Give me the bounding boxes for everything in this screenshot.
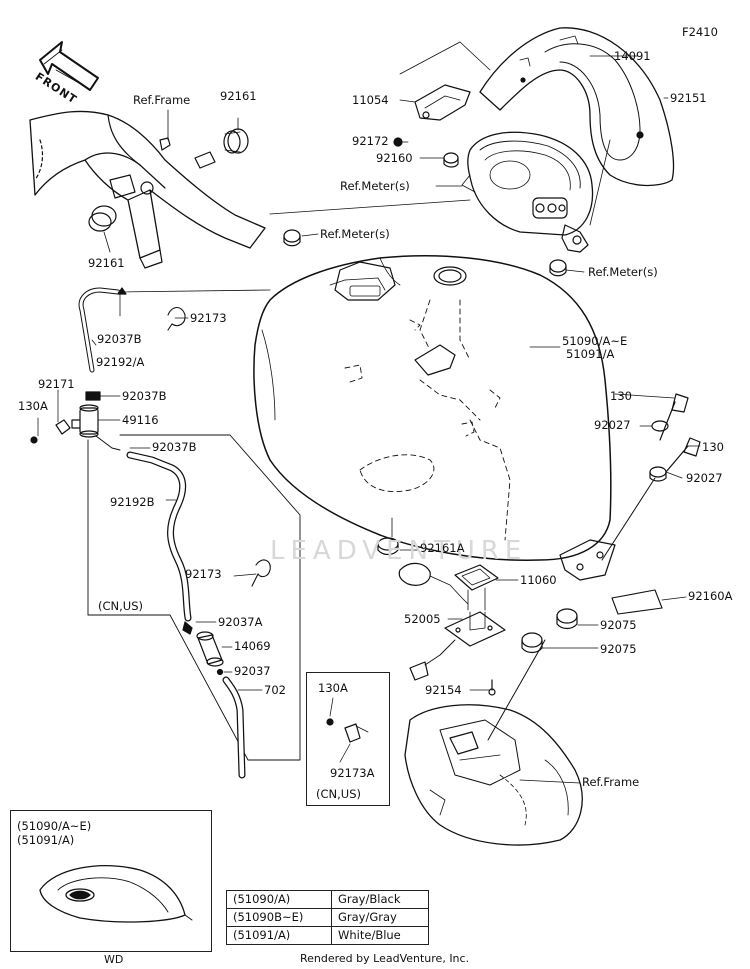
hose-702-drawing xyxy=(222,676,246,779)
label-92037b-2[interactable]: 92037B xyxy=(122,389,167,403)
label-14091[interactable]: 14091 xyxy=(614,49,651,63)
cn-us-box xyxy=(306,672,390,806)
label-51090[interactable]: 51090/A~E xyxy=(562,334,628,348)
grommet-92161-left xyxy=(88,205,117,253)
label-92027-lower[interactable]: 92027 xyxy=(686,471,723,485)
label-92037b-3[interactable]: 92037B xyxy=(152,440,197,454)
color-row: (51090/A) Gray/Black xyxy=(226,890,429,909)
label-92192b[interactable]: 92192B xyxy=(110,495,155,509)
label-130a-1[interactable]: 130A xyxy=(18,399,48,413)
legend-line1: (51090/A~E) xyxy=(17,819,92,833)
legend-box: (51090/A~E) (51091/A) xyxy=(10,810,212,952)
hose-92192b-drawing xyxy=(126,451,192,622)
label-92172[interactable]: 92172 xyxy=(352,134,389,148)
tank-bolts-drawing xyxy=(601,393,701,561)
grommet-92160-drawing xyxy=(443,152,459,168)
label-130-lower[interactable]: 130 xyxy=(702,440,724,454)
label-92154[interactable]: 92154 xyxy=(425,683,462,697)
label-11054[interactable]: 11054 xyxy=(352,93,389,107)
label-49116[interactable]: 49116 xyxy=(122,413,159,427)
color-row: (51091/A) White/Blue xyxy=(226,926,429,945)
label-ref-meter-2[interactable]: Ref.Meter(s) xyxy=(320,227,390,241)
label-92160a[interactable]: 92160A xyxy=(688,589,733,603)
label-92037b-1[interactable]: 92037B xyxy=(97,332,142,346)
meter-cover-14091-drawing xyxy=(479,27,675,187)
label-92173-lower[interactable]: 92173 xyxy=(185,567,222,581)
label-cn-us-1: (CN,US) xyxy=(98,599,143,613)
label-92161-top[interactable]: 92161 xyxy=(220,89,257,103)
label-ref-meter-1[interactable]: Ref.Meter(s) xyxy=(340,179,410,193)
filter-14069-drawing xyxy=(182,621,224,676)
label-130-upper[interactable]: 130 xyxy=(610,389,632,403)
label-cn-us-2: (CN,US) xyxy=(316,787,361,801)
meter-assembly-drawing xyxy=(461,131,594,253)
label-702[interactable]: 702 xyxy=(264,683,286,697)
label-92161-left[interactable]: 92161 xyxy=(88,256,125,270)
color-table: (51090/A) Gray/Black (51090B~E) Gray/Gra… xyxy=(226,890,429,945)
label-92037a[interactable]: 92037A xyxy=(218,615,263,629)
label-92161a[interactable]: 92161A xyxy=(420,541,465,555)
legend-line2: (51091/A) xyxy=(17,833,75,847)
watermark: LEADVENTURE xyxy=(270,536,528,566)
hose-92192a-drawing xyxy=(78,287,271,373)
label-ref-frame-2[interactable]: Ref.Frame xyxy=(582,775,640,789)
front-arrow-icon xyxy=(39,41,99,91)
rear-frame-drawing xyxy=(404,704,583,846)
color-code: (51091/A) xyxy=(226,926,332,945)
figure-code: F2410 xyxy=(682,25,718,39)
label-92192a[interactable]: 92192/A xyxy=(96,355,145,369)
label-92173-upper[interactable]: 92173 xyxy=(190,311,227,325)
fuel-pump-drawing xyxy=(398,562,506,696)
bracket-11054-drawing xyxy=(399,84,471,121)
label-51091[interactable]: 51091/A xyxy=(566,347,615,361)
label-130a-2[interactable]: 130A xyxy=(318,681,348,695)
color-row: (51090B~E) Gray/Gray xyxy=(226,908,429,927)
label-92151[interactable]: 92151 xyxy=(670,91,707,105)
label-92171[interactable]: 92171 xyxy=(38,377,75,391)
label-92160[interactable]: 92160 xyxy=(376,151,413,165)
legend-caption: WD xyxy=(104,953,124,966)
fuel-tank-drawing xyxy=(253,255,616,581)
label-92173a[interactable]: 92173A xyxy=(330,766,375,780)
color-code: (51090/A) xyxy=(226,890,332,909)
label-ref-meter-3[interactable]: Ref.Meter(s) xyxy=(588,265,658,279)
legend-tank-drawing xyxy=(39,865,193,923)
valve-49116-drawing xyxy=(30,391,121,451)
color-name: Gray/Black xyxy=(331,890,429,909)
grommet-92161-top xyxy=(194,117,249,169)
label-92027-upper[interactable]: 92027 xyxy=(594,418,631,432)
color-name: White/Blue xyxy=(331,926,429,945)
label-92037[interactable]: 92037 xyxy=(234,664,271,678)
label-14069[interactable]: 14069 xyxy=(234,639,271,653)
color-name: Gray/Gray xyxy=(331,908,429,927)
footer-credit: Rendered by LeadVenture, Inc. xyxy=(300,952,470,965)
label-ref-frame-1[interactable]: Ref.Frame xyxy=(133,93,191,107)
label-52005[interactable]: 52005 xyxy=(404,612,441,626)
label-11060[interactable]: 11060 xyxy=(520,573,557,587)
frame-section-drawing xyxy=(29,110,266,269)
label-92075-upper[interactable]: 92075 xyxy=(600,618,637,632)
color-code: (51090B~E) xyxy=(226,908,332,927)
label-92075-lower[interactable]: 92075 xyxy=(600,642,637,656)
